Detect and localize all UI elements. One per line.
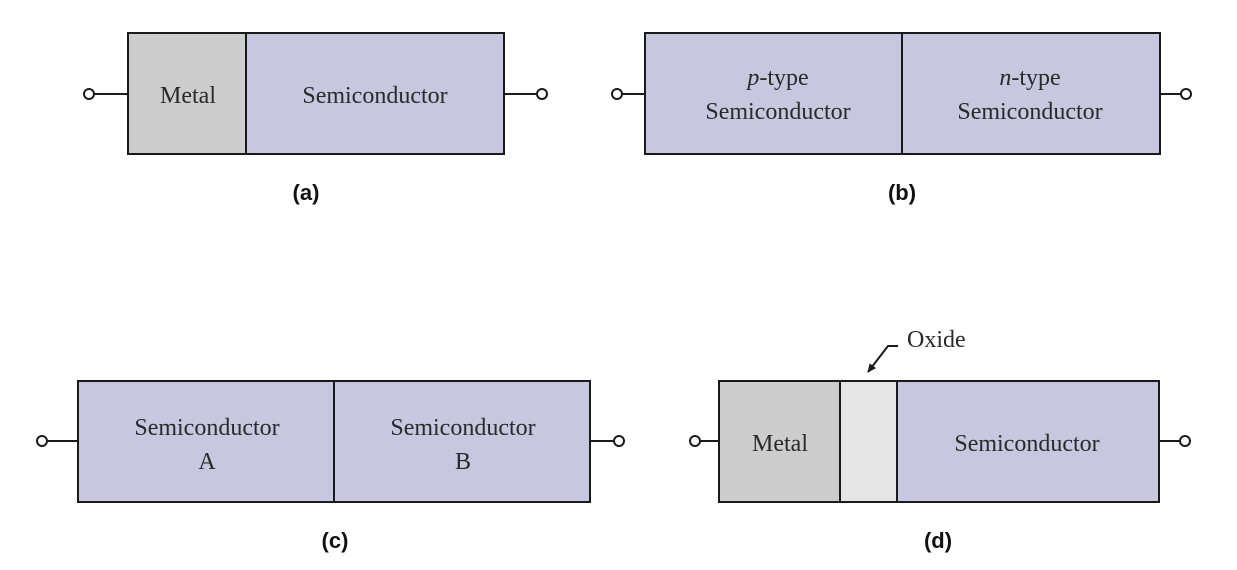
p-type-label: p-type: [745, 65, 808, 91]
n-type-label: n-type: [999, 65, 1060, 91]
caption-a: (a): [293, 180, 320, 205]
panel-c: Semiconductor A Semiconductor B (c): [36, 380, 625, 553]
terminal-right-b: [1180, 88, 1192, 100]
p-type-suffix: -type: [759, 65, 808, 91]
metal-region-d: [718, 380, 841, 503]
semiconductor-a-label: Semiconductor: [134, 415, 279, 441]
p-type-region: [644, 32, 903, 155]
oxide-pointer-arrow: [867, 345, 898, 373]
oxide-label: Oxide: [907, 327, 966, 353]
semiconductor-a-letter: A: [198, 449, 216, 475]
terminal-right-a: [536, 88, 548, 100]
n-type-semiconductor-label: Semiconductor: [957, 99, 1102, 125]
panel-b: p-type Semiconductor n-type Semiconducto…: [611, 32, 1192, 205]
terminal-left-a: [83, 88, 95, 100]
semiconductor-label-a: Semiconductor: [302, 83, 447, 109]
caption-b: (b): [888, 180, 916, 205]
metal-label-d: Metal: [752, 431, 808, 457]
p-type-italic: p: [745, 65, 759, 91]
n-type-region: [901, 32, 1161, 155]
terminal-left-c: [36, 435, 48, 447]
panel-a: Metal Semiconductor (a): [83, 32, 548, 205]
semiconductor-b-label: Semiconductor: [390, 415, 535, 441]
semiconductor-region-a: [245, 32, 505, 155]
semiconductor-a-region: [77, 380, 335, 503]
metal-label-a: Metal: [160, 83, 216, 109]
semiconductor-region-d: [896, 380, 1160, 503]
p-type-semiconductor-label: Semiconductor: [705, 99, 850, 125]
terminal-right-d: [1179, 435, 1191, 447]
semiconductor-b-letter: B: [455, 449, 471, 475]
n-type-italic: n: [999, 65, 1011, 91]
terminal-left-b: [611, 88, 623, 100]
oxide-region: [839, 380, 898, 503]
terminal-right-c: [613, 435, 625, 447]
n-type-suffix: -type: [1011, 65, 1060, 91]
caption-d: (d): [924, 528, 952, 553]
semiconductor-label-d: Semiconductor: [954, 431, 1099, 457]
caption-c: (c): [322, 528, 349, 553]
terminal-left-d: [689, 435, 701, 447]
semiconductor-b-region: [333, 380, 591, 503]
panel-d: Metal Semiconductor Oxide (d): [689, 327, 1191, 553]
